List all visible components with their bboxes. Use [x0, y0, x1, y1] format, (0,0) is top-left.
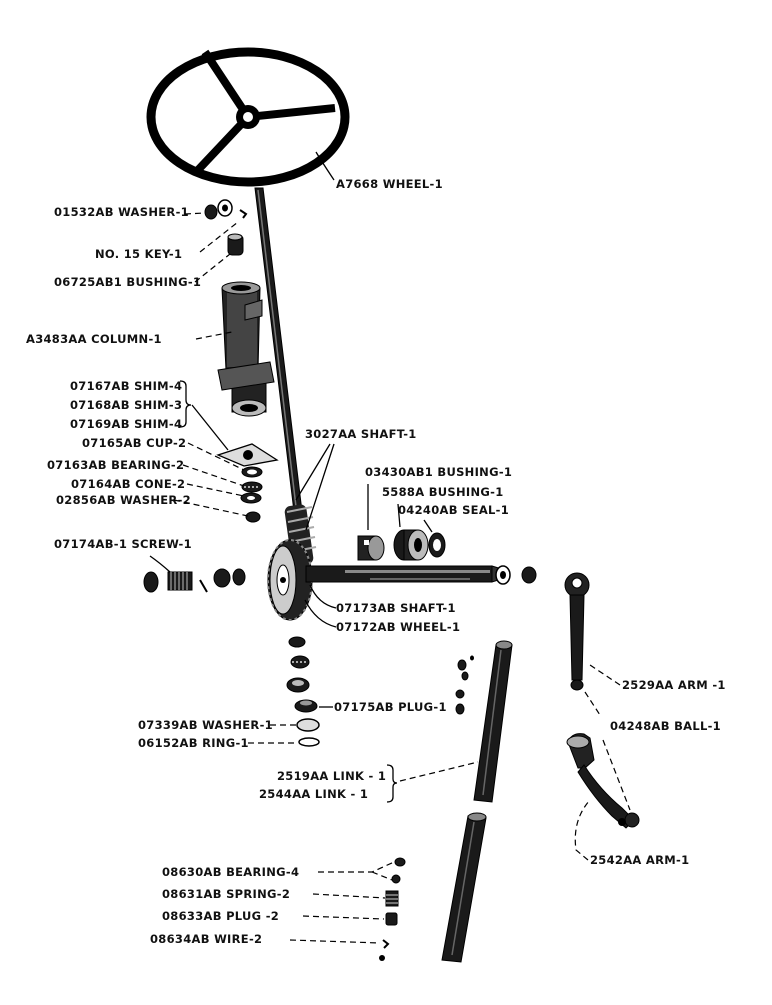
label-screw: 07174AB-1 SCREW-1 [54, 537, 192, 551]
label-column: A3483AA COLUMN-1 [26, 332, 162, 346]
label-bushing-5588: 5588A BUSHING-1 [382, 485, 504, 499]
sector-wheel-illustration [267, 539, 313, 621]
shim-brace [179, 380, 192, 428]
seal-illustration [428, 532, 446, 558]
cup-illustration [241, 466, 263, 478]
label-plug-2: 08633AB PLUG -2 [162, 909, 279, 923]
label-ring: 06152AB RING-1 [138, 736, 249, 750]
label-wheel-gear: 07172AB WHEEL-1 [336, 620, 460, 634]
link-brace [386, 764, 398, 803]
label-key: NO. 15 KEY-1 [95, 247, 182, 261]
bushing-5588-illustration [393, 529, 429, 561]
label-bushing-top: 06725AB1 BUSHING-1 [54, 275, 201, 289]
bearing-4-illustration [391, 857, 406, 884]
label-ball: 04248AB BALL-1 [610, 719, 721, 733]
cone-illustration [240, 492, 262, 504]
cross-shaft-illustration [305, 565, 506, 583]
label-shim-3: 07168AB SHIM-3 [70, 398, 182, 412]
label-cone: 07164AB CONE-2 [71, 477, 185, 491]
label-washer-07339: 07339AB WASHER-1 [138, 718, 273, 732]
label-wire: 08634AB WIRE-2 [150, 932, 262, 946]
label-washer-top: 01532AB WASHER-1 [54, 205, 189, 219]
washer-top-illustration [204, 199, 233, 220]
label-link-2544: 2544AA LINK - 1 [259, 787, 368, 801]
ring-illustration [298, 737, 320, 747]
label-shaft-cross: 07173AB SHAFT-1 [336, 601, 456, 615]
plug-2-illustration [385, 912, 398, 926]
key-illustration [239, 209, 248, 219]
column-illustration [217, 281, 275, 417]
label-link-2519: 2519AA LINK - 1 [277, 769, 386, 783]
label-washer-2: 02856AB WASHER-2 [56, 493, 191, 507]
washer-07339-illustration [296, 718, 320, 732]
screw-illustration [143, 568, 246, 593]
plug-07175-illustration [294, 699, 318, 713]
label-wheel: A7668 WHEEL-1 [336, 177, 443, 191]
bushing-top-illustration [227, 233, 244, 256]
label-shaft-main: 3027AA SHAFT-1 [305, 427, 417, 441]
label-cup: 07165AB CUP-2 [82, 436, 186, 450]
bearing-illustration [241, 481, 263, 493]
label-arm-2529: 2529AA ARM -1 [622, 678, 726, 692]
bushing-03430-illustration [357, 535, 385, 561]
spring-illustration [385, 890, 399, 907]
label-shim-4a: 07167AB SHIM-4 [70, 379, 182, 393]
label-plug-07175: 07175AB PLUG-1 [334, 700, 447, 714]
link-upper-illustration [473, 640, 513, 803]
end-washer-illustration [495, 565, 537, 585]
washer-2-illustration [245, 511, 261, 523]
shim-plate-illustration [216, 443, 279, 467]
link-small-parts-illustration [455, 655, 474, 715]
label-seal: 04240AB SEAL-1 [398, 503, 509, 517]
label-bearing-2: 07163AB BEARING-2 [47, 458, 184, 472]
link-lower-illustration [441, 812, 487, 963]
arm-2542-illustration [566, 733, 640, 829]
wire-illustration [379, 939, 390, 961]
label-bearing-4: 08630AB BEARING-4 [162, 865, 299, 879]
steering-wheel-illustration [146, 47, 350, 187]
label-bushing-03430: 03430AB1 BUSHING-1 [365, 465, 512, 479]
label-shim-4b: 07169AB SHIM-4 [70, 417, 182, 431]
label-spring: 08631AB SPRING-2 [162, 887, 290, 901]
arm-2529-illustration [564, 572, 590, 691]
plug-stack-illustration [286, 636, 310, 693]
label-arm-2542: 2542AA ARM-1 [590, 853, 689, 867]
